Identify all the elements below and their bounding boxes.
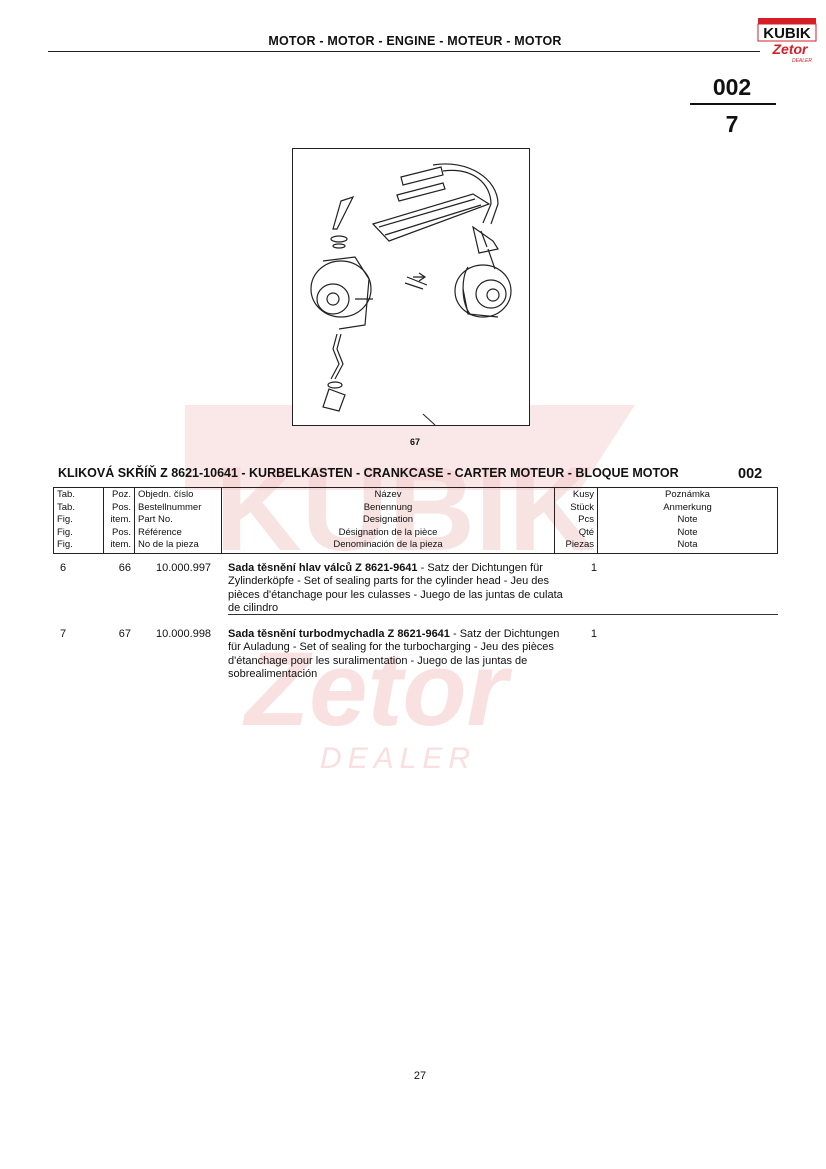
watermark-dealer: DEALER xyxy=(320,742,476,775)
col-qty-label: Piezas xyxy=(565,539,594,551)
row-name-bold: Sada těsnění hlav válců Z 8621-9641 xyxy=(228,562,418,574)
row-position: 67 xyxy=(118,628,131,640)
col-qty-label: Kusy xyxy=(572,489,594,500)
row-divider xyxy=(228,614,778,615)
col-note-label: Nota xyxy=(677,539,698,551)
row-name-translations: - Satz der Dichtungen für Zylinderköpfe … xyxy=(228,562,563,615)
col-tab-label: Tab. xyxy=(57,489,75,500)
col-partno-label: Bestellnummer xyxy=(138,501,202,513)
row-name-bold: Sada těsnění turbodmychadla Z 8621-9641 xyxy=(228,628,450,640)
row-tab: 6 xyxy=(60,562,67,574)
col-qty-header: Kusy Stück Pcs Qté Piezas xyxy=(554,487,598,554)
col-partno-header: Objedn. číslo Bestellnummer Part No. Réf… xyxy=(134,487,222,554)
col-qty-label: Qté xyxy=(578,526,594,538)
parts-row: 7 67 10.000.998 Sada těsnění turbodmycha… xyxy=(53,628,778,698)
turbocharger-gasket-diagram xyxy=(310,163,512,426)
col-note-label: Anmerkung xyxy=(663,501,712,513)
group-code: 002 xyxy=(712,74,752,100)
col-tab-label: Fig. xyxy=(57,514,73,526)
col-name-label: Denominación de la pieza xyxy=(333,539,443,551)
col-poz-label: item. xyxy=(110,514,131,526)
row-position: 66 xyxy=(118,562,131,574)
parts-row: 6 66 10.000.997 Sada těsnění hlav válců … xyxy=(53,562,778,614)
page-code-divider xyxy=(690,103,776,105)
col-qty-label: Pcs xyxy=(578,514,594,526)
row-tab: 7 xyxy=(60,628,67,640)
col-tab-label: Fig. xyxy=(57,526,73,538)
row-quantity: 1 xyxy=(590,628,597,640)
row-quantity: 1 xyxy=(590,562,597,574)
col-note-label: Note xyxy=(677,514,698,526)
section-title: KLIKOVÁ SKŘÍŇ Z 8621-10641 - KURBELKASTE… xyxy=(58,466,679,480)
diagram-callout-67: 67 xyxy=(410,437,421,447)
row-description: Sada těsnění hlav válců Z 8621-9641 - Sa… xyxy=(228,562,563,616)
col-partno-label: Objedn. číslo xyxy=(138,489,194,500)
page-number: 27 xyxy=(413,1070,427,1082)
col-note-label: Note xyxy=(677,526,698,538)
col-poz-label: item. xyxy=(110,539,131,551)
col-partno-label: No de la pieza xyxy=(138,539,199,551)
col-note-label: Poznámka xyxy=(665,489,710,500)
col-poz-header: Poz. Pos. item. Pos. item. xyxy=(103,487,135,554)
logo-zetor-text: Zetor xyxy=(772,41,810,57)
header-title: MOTOR - MOTOR - ENGINE - MOTEUR - MOTOR xyxy=(268,34,562,48)
col-note-header: Poznámka Anmerkung Note Note Nota xyxy=(597,487,778,554)
col-partno-label: Part No. xyxy=(138,514,173,526)
logo-brand-text: KUBIK xyxy=(763,25,811,42)
col-name-label: Designation xyxy=(362,514,414,526)
col-name-header: Název Benennung Designation Désignation … xyxy=(221,487,555,554)
col-qty-label: Stück xyxy=(570,501,594,513)
row-part-number: 10.000.998 xyxy=(156,628,212,640)
sheet-number: 7 xyxy=(725,111,739,137)
row-name-translations: - Satz der Dichtungen für Auladung - Set… xyxy=(228,628,560,681)
section-code: 002 xyxy=(738,466,763,482)
header-divider xyxy=(48,51,760,52)
col-name-label: Désignation de la pièce xyxy=(338,526,438,538)
col-poz-label: Pos. xyxy=(111,526,131,538)
col-partno-label: Référence xyxy=(138,526,182,538)
col-name-label: Název xyxy=(374,489,402,500)
row-description: Sada těsnění turbodmychadla Z 8621-9641 … xyxy=(228,628,563,682)
kubik-zetor-logo: KUBIK Zetor DEALER xyxy=(757,18,817,64)
column-header-table: Tab. Tab. Fig. Fig. Fig. Poz. Pos. item.… xyxy=(53,487,778,554)
col-poz-label: Pos. xyxy=(111,501,131,513)
col-name-label: Benennung xyxy=(363,501,413,513)
logo-dealer-text: DEALER xyxy=(792,58,812,64)
row-part-number: 10.000.997 xyxy=(156,562,212,574)
col-tab-label: Tab. xyxy=(57,501,75,513)
col-tab-header: Tab. Tab. Fig. Fig. Fig. xyxy=(53,487,104,554)
parts-illustration xyxy=(292,148,530,426)
col-poz-label: Poz. xyxy=(111,489,131,500)
col-tab-label: Fig. xyxy=(57,539,73,551)
